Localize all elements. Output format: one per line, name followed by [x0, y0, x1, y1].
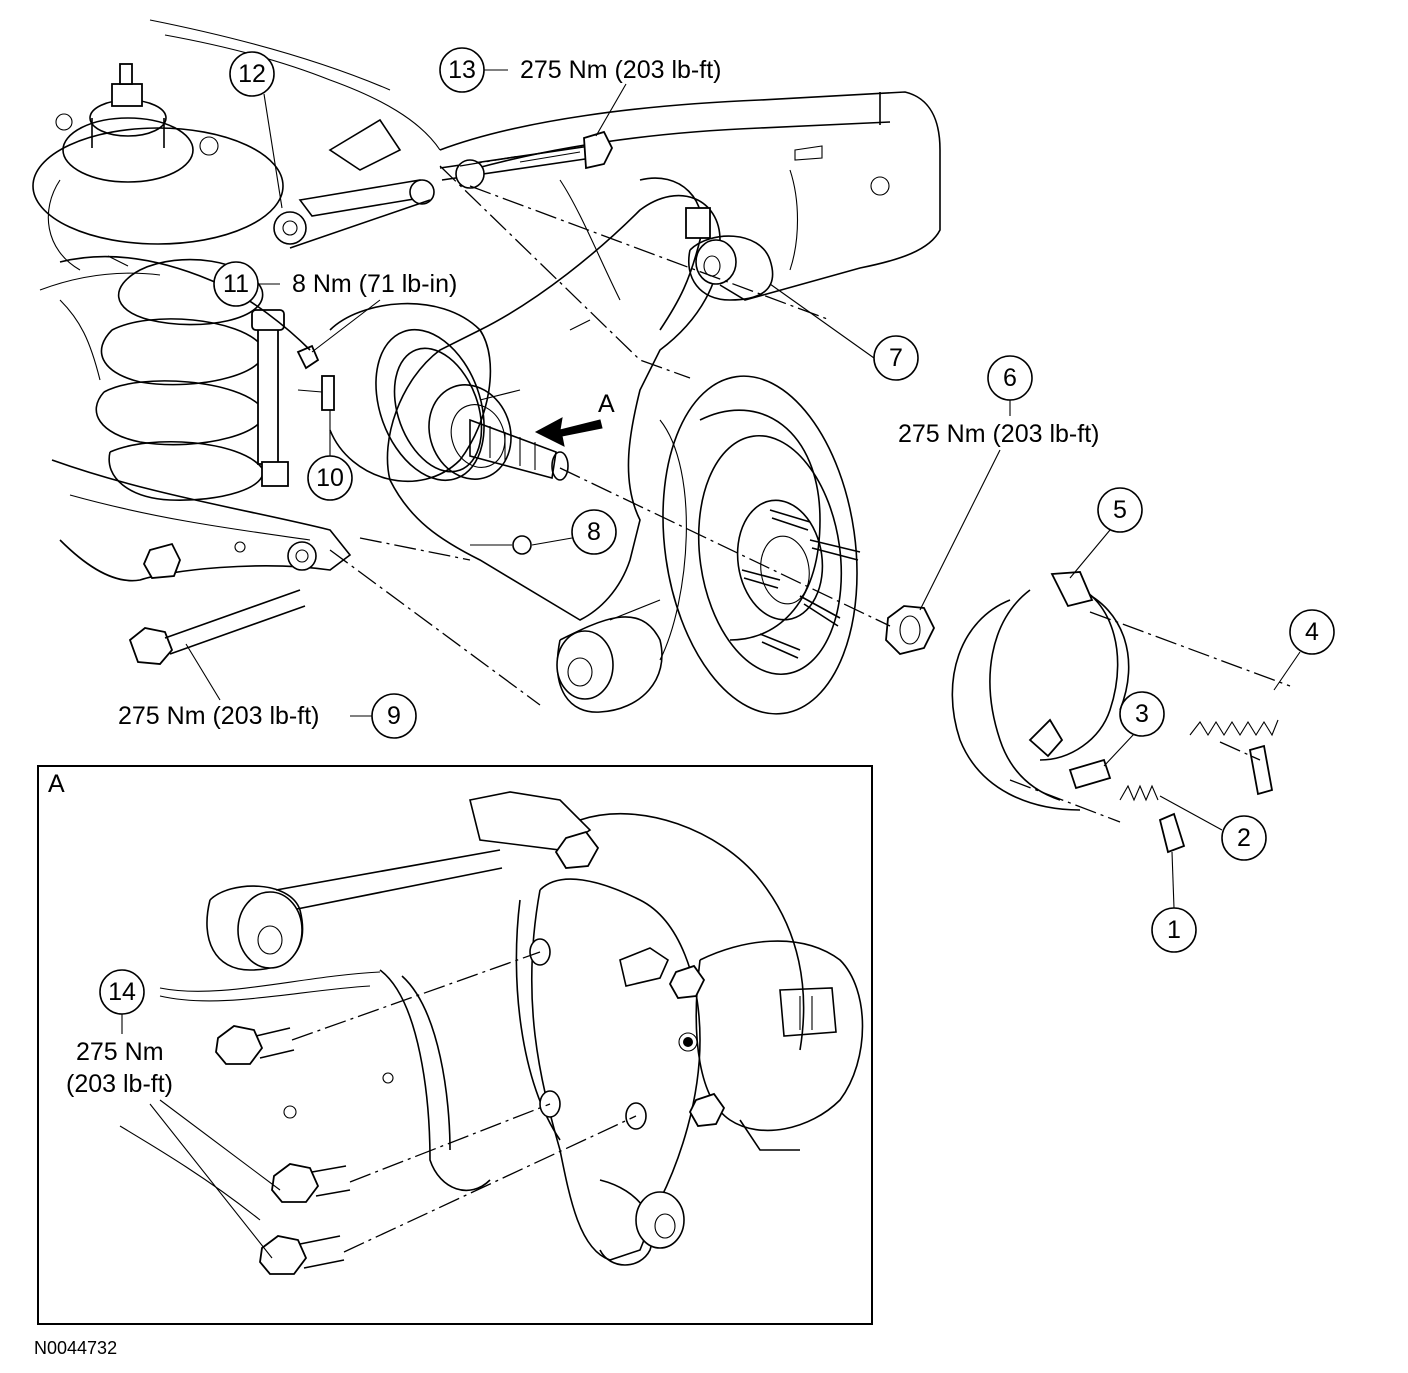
callout-7: 7: [769, 283, 919, 381]
callout-12-number: 12: [238, 60, 266, 88]
callout-8: 8: [531, 509, 617, 555]
lower-arm: [51, 459, 352, 582]
upper-control-arm: [273, 118, 435, 249]
callout-2: 2: [1159, 795, 1267, 861]
lower-control-arm-bushing: [556, 599, 663, 713]
callout-4: 4: [1273, 609, 1335, 691]
clip-10: [297, 375, 335, 411]
callout-3: 3: [1103, 691, 1165, 767]
strut-mount: [32, 63, 284, 271]
callout-13-number: 13: [448, 56, 476, 84]
callout-14-number: 14: [108, 978, 136, 1006]
view-a-bolt-lower: [259, 1115, 637, 1275]
view-a-bolt-middle: [271, 1103, 551, 1203]
bushing-7: [688, 235, 774, 301]
callout-14: 14 275 Nm (203 lb-ft): [66, 969, 281, 1259]
callout-9-number: 9: [387, 702, 401, 730]
callout-14-torque-line1: 275 Nm: [76, 1038, 164, 1066]
hub-rotor: [659, 375, 861, 715]
toe-link: [439, 130, 614, 189]
callout-5-number: 5: [1113, 496, 1127, 524]
callout-7-number: 7: [889, 344, 903, 372]
view-a-caliper: [619, 940, 864, 1151]
callout-14-torque-line2: (203 lb-ft): [66, 1070, 173, 1098]
callout-11-torque: 8 Nm (71 lb-in): [292, 270, 457, 298]
callout-10: 10: [307, 410, 353, 501]
view-a-bolt-upper: [215, 951, 541, 1065]
callout-11: 11 8 Nm (71 lb-in): [213, 261, 457, 353]
callout-9: 275 Nm (203 lb-ft) 9: [118, 643, 417, 739]
spring-2: [1119, 784, 1159, 802]
callout-9-torque: 275 Nm (203 lb-ft): [118, 702, 319, 730]
callout-1: 1: [1151, 851, 1197, 953]
callout-13: 13 275 Nm (203 lb-ft): [439, 47, 721, 137]
figure-id: N0044732: [34, 1338, 117, 1358]
callout-6-torque: 275 Nm (203 lb-ft): [898, 420, 1099, 448]
cv-axle: [329, 302, 569, 483]
callout-2-number: 2: [1237, 824, 1251, 852]
fastener-8: [470, 535, 532, 555]
brake-cable: [39, 255, 311, 351]
callout-1-number: 1: [1167, 916, 1181, 944]
callout-4-number: 4: [1305, 618, 1319, 646]
parking-brake-shoe: [951, 571, 1130, 811]
callout-6: 6 275 Nm (203 lb-ft): [898, 355, 1099, 611]
bolt-9: [128, 589, 306, 665]
view-a-knuckle: [515, 812, 805, 1266]
callout-3-number: 3: [1135, 700, 1149, 728]
knuckle: [386, 177, 721, 621]
clip-1: [1158, 812, 1186, 854]
crossmember: [149, 19, 941, 301]
coil-spring: [59, 258, 265, 501]
callout-11-number: 11: [223, 270, 249, 298]
hub-nut-6: [885, 605, 936, 655]
callout-5: 5: [1069, 487, 1143, 579]
callout-13-torque: 275 Nm (203 lb-ft): [520, 56, 721, 84]
adjuster-3: [1068, 758, 1112, 790]
view-a-brake-shield: [119, 969, 491, 1221]
callout-10-number: 10: [316, 464, 344, 492]
callout-8-number: 8: [587, 518, 601, 546]
assembly-lines: [329, 155, 1291, 823]
spring-4: [1189, 719, 1279, 737]
callout-12: 12: [229, 51, 283, 209]
view-a-arrow: A: [534, 390, 615, 447]
callout-6-number: 6: [1003, 364, 1017, 392]
clip-small: [1248, 744, 1274, 796]
view-a-arrow-label: A: [598, 390, 615, 418]
view-a-label: A: [48, 770, 65, 798]
view-a-frame: A: [37, 765, 873, 1325]
view-a-upper-arm: [206, 791, 600, 971]
stabilizer-link: [251, 309, 289, 487]
